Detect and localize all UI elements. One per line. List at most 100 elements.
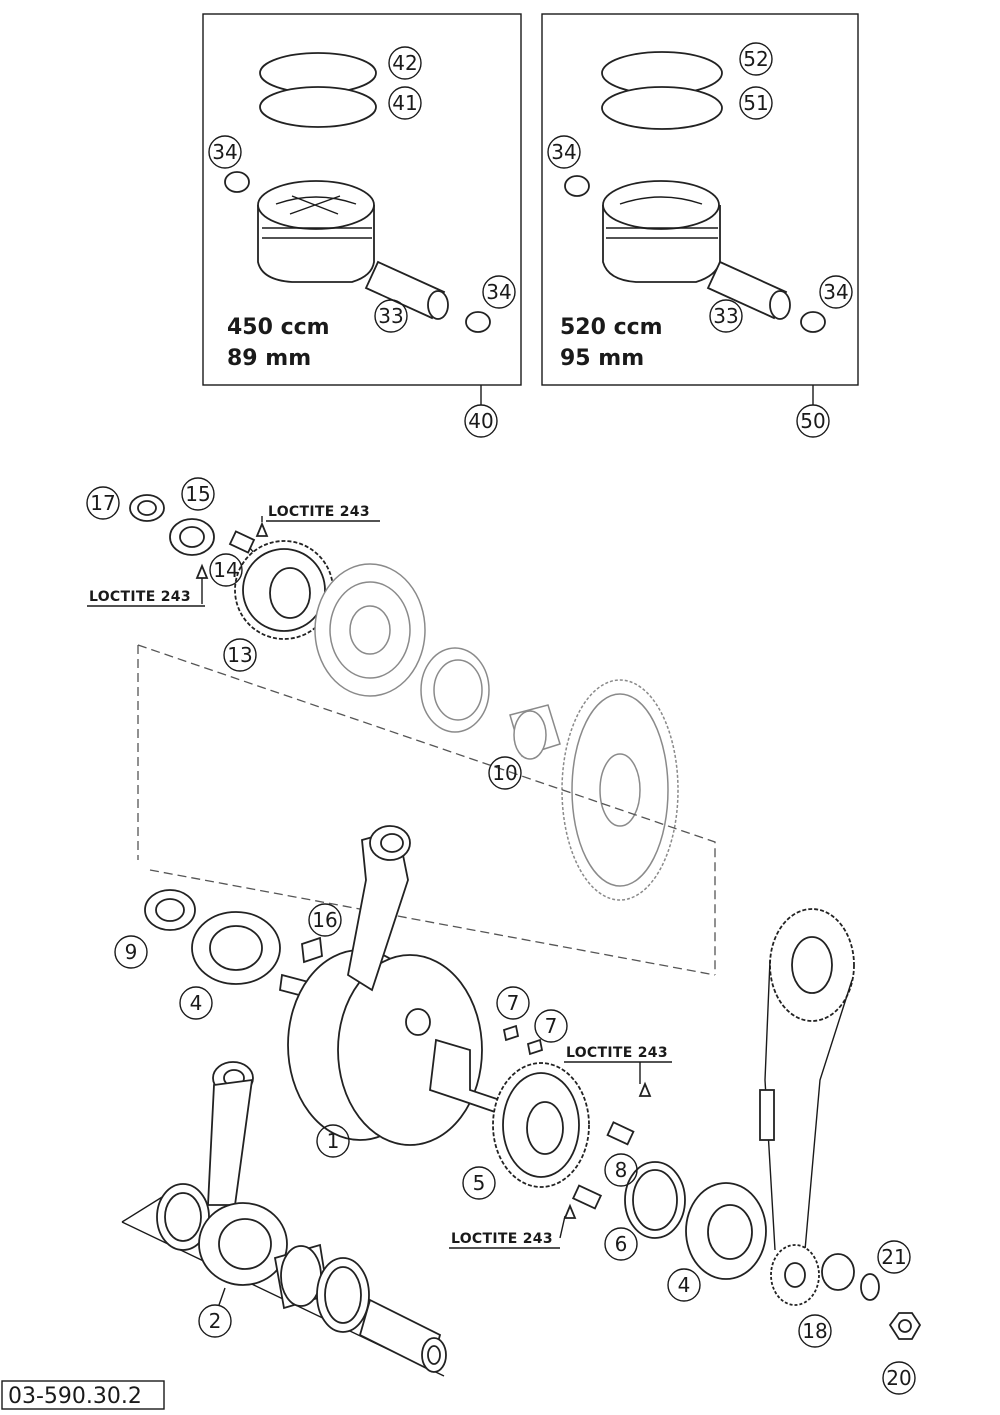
callout-17: 17 <box>86 486 120 520</box>
loctite-notes: LOCTITE 243 LOCTITE 243 LOCTITE 243 LOCT… <box>87 504 672 1249</box>
washer <box>821 1253 855 1291</box>
callout-2: 2 <box>198 1304 232 1338</box>
svg-text:14: 14 <box>213 558 238 582</box>
callout-16: 16 <box>308 903 342 937</box>
loctite-note: LOCTITE 243 <box>89 589 191 605</box>
callout-50: 50 <box>796 404 830 438</box>
svg-text:6: 6 <box>615 1232 628 1256</box>
bore-label: 95 mm <box>560 346 644 371</box>
callouts: 42 41 34 34 33 40 52 51 34 34 33 50 17 1… <box>86 42 916 1395</box>
callout-34: 34 <box>482 275 516 309</box>
callout-40: 40 <box>464 404 498 438</box>
svg-text:41: 41 <box>392 91 417 115</box>
callout-33: 33 <box>374 299 408 333</box>
svg-text:7: 7 <box>545 1014 558 1038</box>
loctite-drop <box>638 1081 652 1097</box>
svg-text:4: 4 <box>190 991 203 1015</box>
callout-7: 7 <box>496 986 530 1020</box>
callout-4: 4 <box>179 986 213 1020</box>
piston-ring-bottom <box>259 86 377 128</box>
screw <box>606 1121 635 1146</box>
needle-bearing <box>509 704 561 760</box>
callout-13: 13 <box>223 638 257 672</box>
needle-bearing <box>273 1243 330 1310</box>
crank-right-parts <box>492 1062 767 1280</box>
piston-kit-450: 450 ccm 89 mm <box>202 13 522 405</box>
kit-box-frame <box>202 13 522 386</box>
timing-chain <box>759 908 855 1306</box>
crank-sprocket <box>770 1244 820 1306</box>
callout-7: 7 <box>534 1009 568 1043</box>
svg-text:34: 34 <box>551 140 576 164</box>
loctite-drop <box>195 563 209 579</box>
crank-pin <box>358 1298 447 1373</box>
woodruff-key <box>502 1024 520 1042</box>
svg-text:2: 2 <box>209 1309 222 1333</box>
callout-18: 18 <box>798 1314 832 1348</box>
piston-kit-520: 520 ccm 95 mm <box>541 13 859 405</box>
circlip <box>800 311 826 333</box>
svg-text:51: 51 <box>743 91 768 115</box>
displacement-label: 520 ccm <box>560 315 663 340</box>
callout-34: 34 <box>819 275 853 309</box>
svg-text:10: 10 <box>492 761 517 785</box>
svg-text:5: 5 <box>473 1171 486 1195</box>
callout-9: 9 <box>114 935 148 969</box>
svg-text:34: 34 <box>486 280 511 304</box>
svg-text:40: 40 <box>468 409 493 433</box>
leader-lines <box>201 516 641 1306</box>
svg-text:34: 34 <box>823 280 848 304</box>
svg-text:1: 1 <box>327 1129 340 1153</box>
screw <box>571 1184 603 1210</box>
svg-text:7: 7 <box>507 991 520 1015</box>
callout-14: 14 <box>209 553 243 587</box>
loctite-note: LOCTITE 243 <box>268 504 370 520</box>
chain-link <box>759 1089 775 1141</box>
crankshaft <box>144 825 544 1146</box>
callout-33: 33 <box>709 299 743 333</box>
piston-ring-bottom <box>601 86 723 130</box>
piston <box>602 180 721 283</box>
callout-1: 1 <box>316 1124 350 1158</box>
camshaft-sprocket <box>769 908 855 1022</box>
callout-21: 21 <box>877 1240 911 1274</box>
loctite-note: LOCTITE 243 <box>451 1231 553 1247</box>
starter-freewheel <box>314 563 679 901</box>
main-bearing <box>685 1182 767 1280</box>
piston-pin <box>364 260 449 320</box>
bore-label: 89 mm <box>227 346 311 371</box>
svg-text:52: 52 <box>743 47 768 71</box>
callout-34: 34 <box>547 135 581 169</box>
svg-text:20: 20 <box>886 1366 911 1390</box>
callout-4: 4 <box>667 1268 701 1302</box>
svg-text:17: 17 <box>90 491 115 515</box>
washer <box>860 1273 880 1301</box>
kit-box-frame <box>541 13 859 386</box>
callout-34: 34 <box>208 135 242 169</box>
connecting-rod <box>347 825 411 992</box>
svg-text:21: 21 <box>881 1245 906 1269</box>
loctite-drop <box>563 1203 577 1219</box>
crank-left-parts <box>129 494 334 640</box>
svg-text:8: 8 <box>615 1158 628 1182</box>
svg-text:34: 34 <box>212 140 237 164</box>
callout-10: 10 <box>488 756 522 790</box>
svg-text:18: 18 <box>802 1319 827 1343</box>
piston-pin <box>706 260 791 320</box>
document-number-box: 03-590.30.2 <box>1 1380 165 1410</box>
loctite-note: LOCTITE 243 <box>566 1045 668 1061</box>
svg-text:4: 4 <box>678 1273 691 1297</box>
svg-text:50: 50 <box>800 409 825 433</box>
loctite-drop <box>255 521 269 537</box>
crank-nut <box>888 1312 922 1340</box>
conrod-kit <box>121 1061 447 1377</box>
callout-52: 52 <box>739 42 773 76</box>
primary-gear <box>234 540 334 640</box>
callout-42: 42 <box>388 46 422 80</box>
svg-text:13: 13 <box>227 643 252 667</box>
svg-text:16: 16 <box>312 908 337 932</box>
alignment-dashes <box>137 644 716 976</box>
callout-20: 20 <box>882 1361 916 1395</box>
woodruff-key <box>301 936 323 964</box>
